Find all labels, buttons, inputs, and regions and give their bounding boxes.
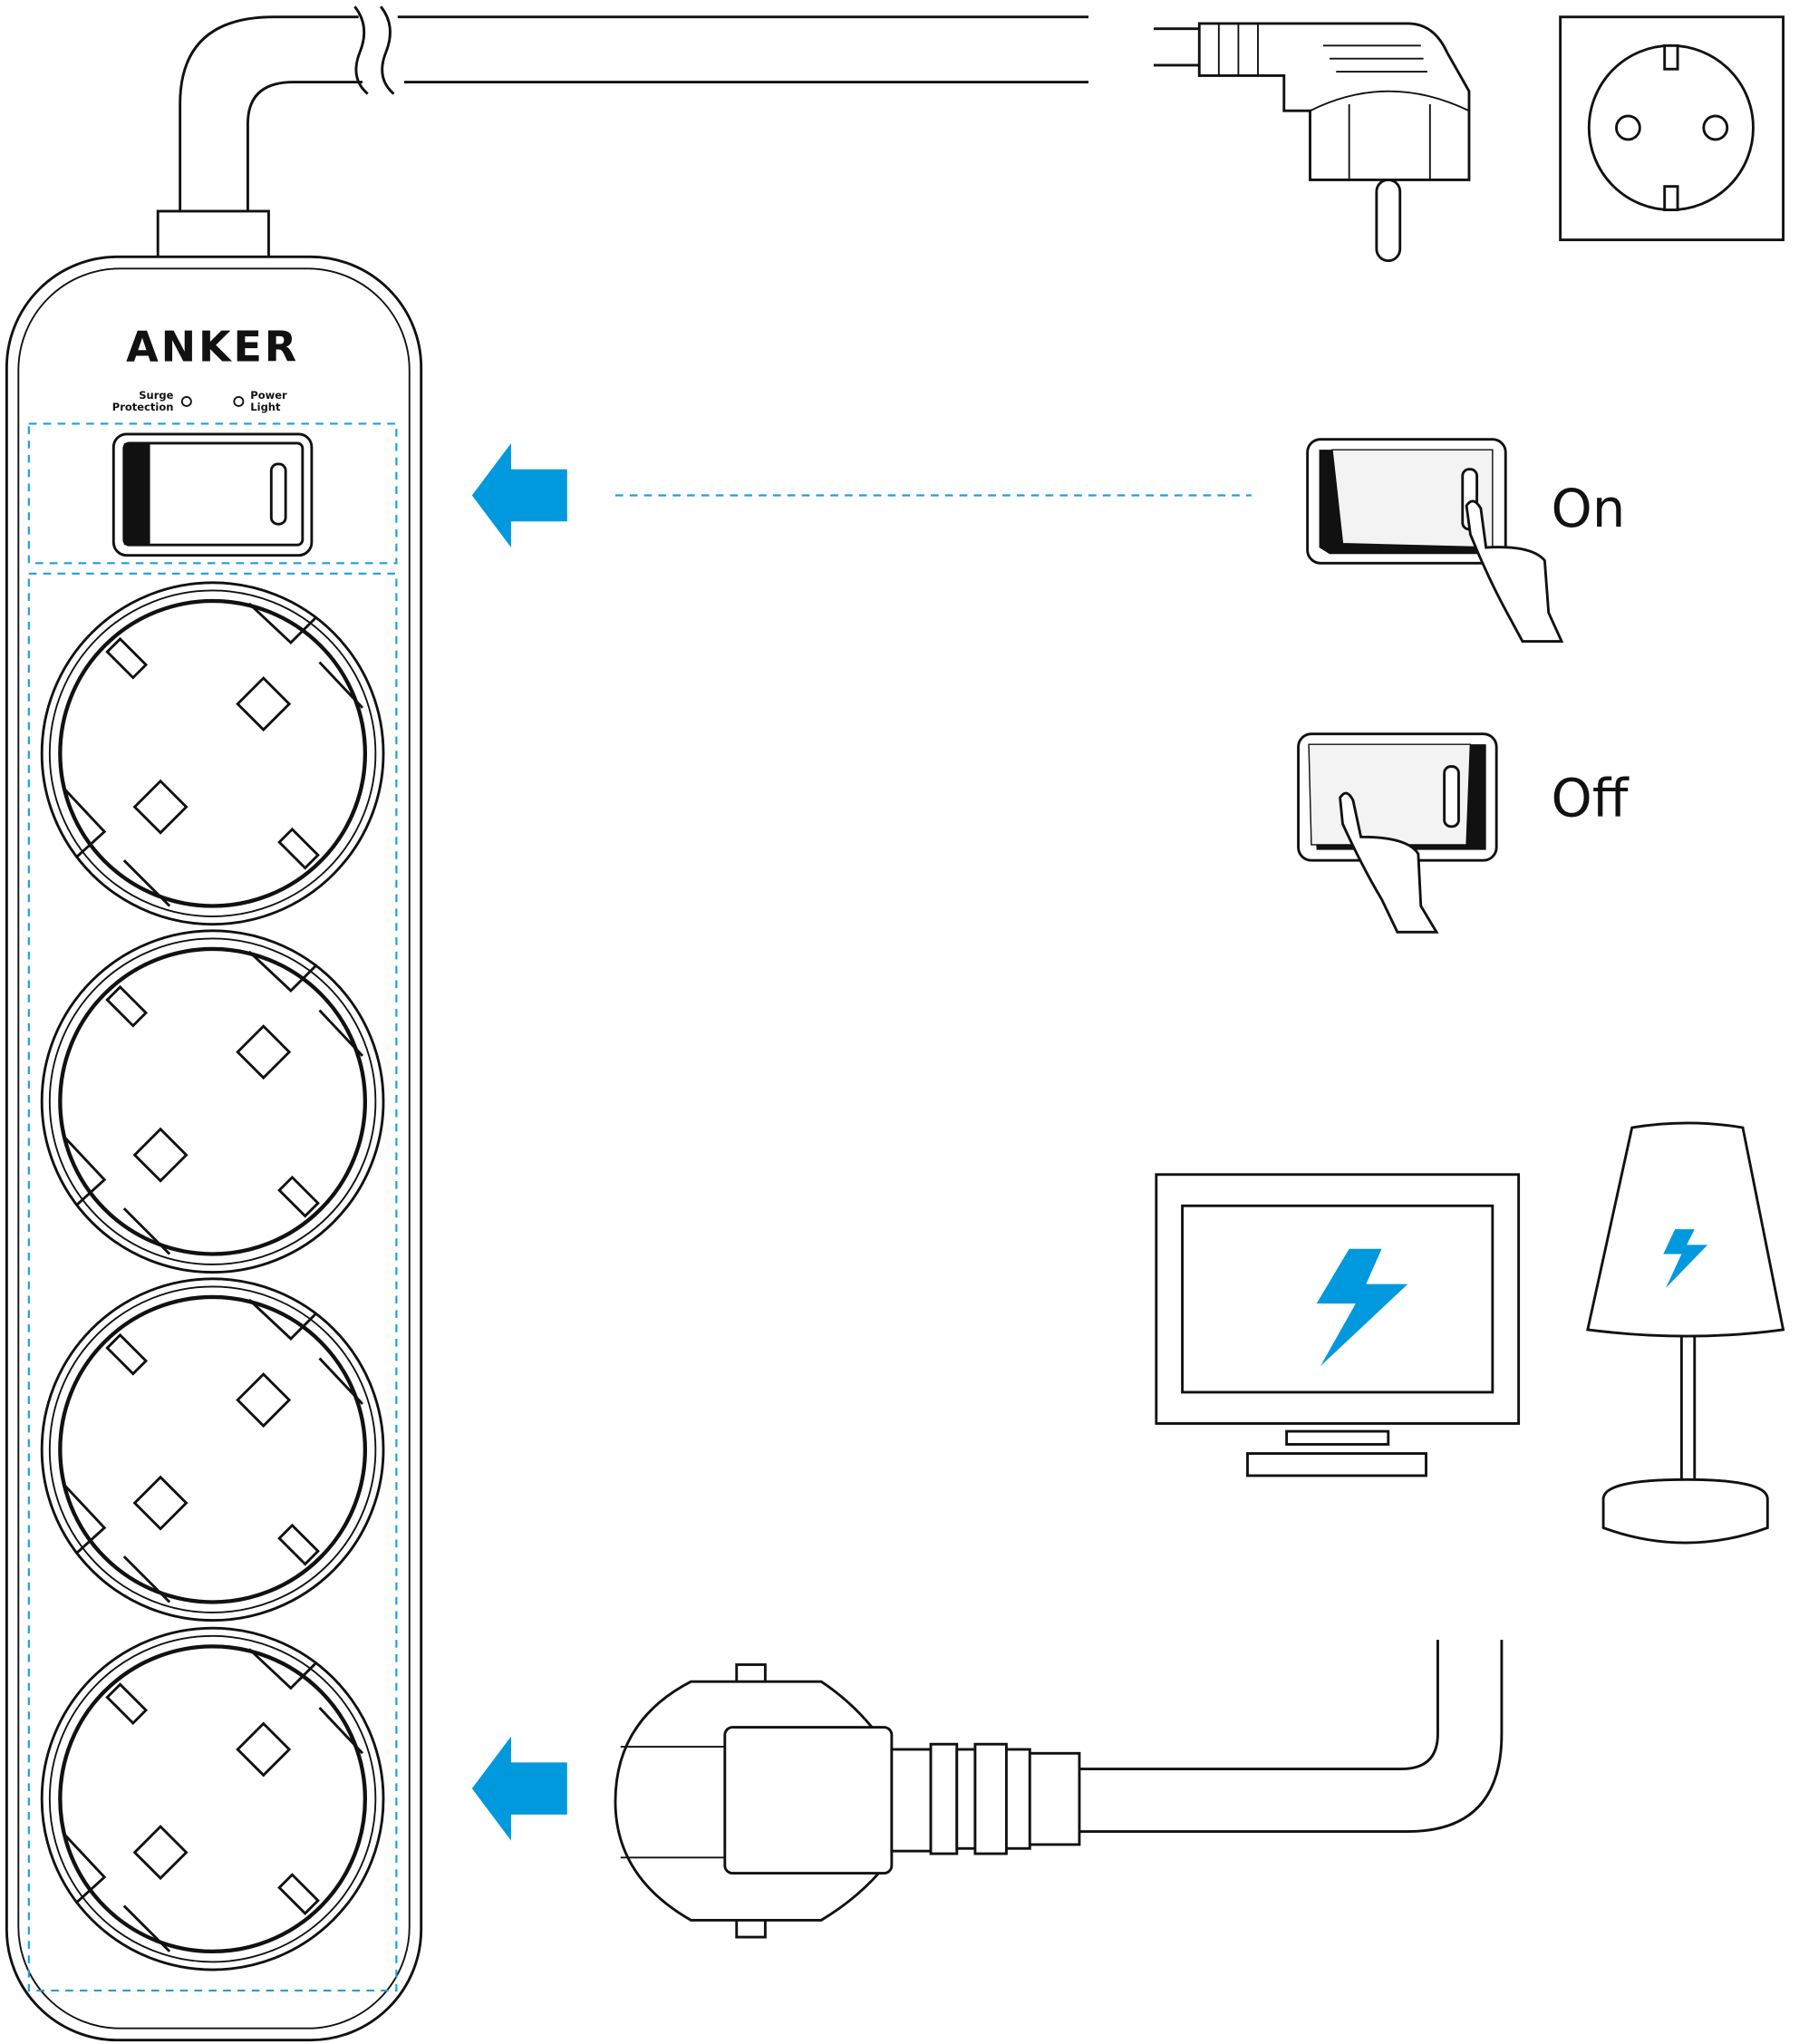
switch-on-illustration bbox=[1306, 438, 1564, 644]
svg-text:Light: Light bbox=[250, 401, 281, 413]
lightning-icon bbox=[1663, 1229, 1708, 1288]
power-cord-top bbox=[156, 5, 1089, 263]
outlet bbox=[40, 929, 385, 1274]
surge-led bbox=[180, 395, 192, 407]
lamp-icon bbox=[1586, 1121, 1785, 1545]
switch-off-illustration bbox=[1297, 732, 1498, 934]
plug-cord-bottom bbox=[614, 1640, 1504, 1939]
outlet bbox=[40, 1626, 385, 1971]
power-led bbox=[233, 395, 245, 407]
tv-icon bbox=[1155, 1173, 1521, 1477]
arrow-left-icon bbox=[471, 1736, 567, 1841]
svg-text:Surge: Surge bbox=[139, 389, 173, 402]
outlet bbox=[40, 581, 385, 926]
indicator-labels: Surge Protection Power Light bbox=[112, 389, 287, 413]
wall-socket-icon bbox=[1559, 15, 1784, 242]
arrow-left-icon bbox=[471, 442, 567, 548]
off-label: Off bbox=[1552, 768, 1630, 828]
rocker-switch[interactable] bbox=[111, 432, 314, 557]
schuko-plug-icon bbox=[1153, 22, 1471, 263]
outlet bbox=[40, 1277, 385, 1623]
anker-logo: ANKER bbox=[126, 322, 299, 371]
svg-text:Power: Power bbox=[250, 389, 287, 402]
svg-text:Protection: Protection bbox=[112, 401, 174, 413]
lightning-icon bbox=[1316, 1248, 1408, 1367]
on-label: On bbox=[1552, 479, 1626, 539]
